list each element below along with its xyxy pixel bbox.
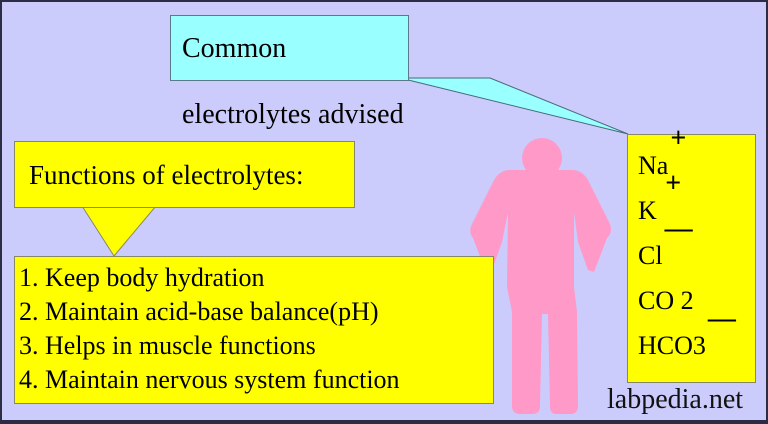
electrolytes-callout-text: Common electrolytes advised bbox=[182, 33, 404, 130]
electrolytes-list: Na+ K + Cl— CO 2 HCO3— bbox=[627, 123, 756, 383]
function-item: 4. Maintain nervous system function bbox=[19, 365, 400, 394]
charge-plus: + bbox=[670, 123, 687, 154]
charge-plus: + bbox=[665, 168, 682, 199]
functions-list: 1. Keep body hydration 2. Maintain acid-… bbox=[14, 256, 494, 404]
function-item: 2. Maintain acid-base balance(pH) bbox=[19, 297, 379, 326]
electrolyte-chloride: Cl— bbox=[638, 213, 693, 271]
charge-minus: — bbox=[707, 303, 736, 334]
person-figure-icon bbox=[470, 138, 611, 414]
function-item: 3. Helps in muscle functions bbox=[19, 331, 316, 360]
electrolyte-co2: CO 2 bbox=[638, 286, 694, 315]
electrolyte-bicarbonate: HCO3— bbox=[638, 303, 736, 361]
functions-callout-text: Functions of electrolytes: bbox=[29, 160, 304, 190]
yellow-callout-tail bbox=[81, 205, 158, 257]
cyan-callout-tail bbox=[399, 77, 629, 135]
function-item: 1. Keep body hydration bbox=[19, 263, 265, 292]
charge-minus: — bbox=[664, 213, 693, 244]
electrolyte-sodium: Na+ bbox=[638, 123, 687, 181]
electrolyte-potassium: K + bbox=[638, 168, 682, 226]
watermark: labpedia.net bbox=[607, 384, 744, 415]
functions-callout: Functions of electrolytes: bbox=[14, 141, 355, 208]
electrolytes-callout: Common electrolytes advised bbox=[170, 15, 409, 130]
